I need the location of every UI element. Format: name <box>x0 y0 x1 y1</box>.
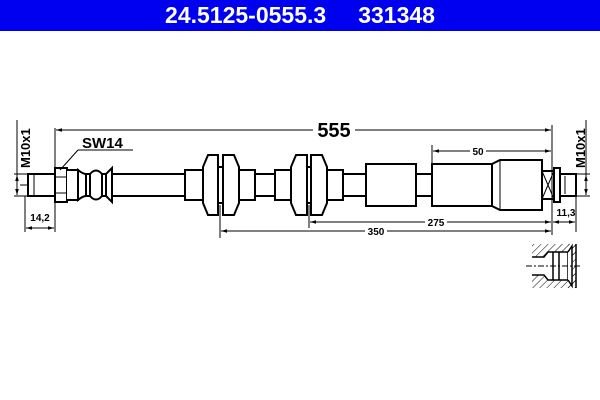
left-thread-fitting <box>27 165 113 205</box>
dim-wrench-size: SW14 <box>82 135 124 152</box>
bracket-1 <box>202 154 256 216</box>
article-number: 331348 <box>358 2 435 28</box>
sleeve-2 <box>431 163 493 207</box>
dim-275: 275 <box>428 218 445 229</box>
dim-right-thread-length: 11,3 <box>557 208 576 219</box>
sleeve-1 <box>365 163 417 207</box>
port-detail-view <box>526 243 580 289</box>
dim-left-thread: M10x1 <box>18 128 33 168</box>
part-number: 24.5125-0555.3 <box>165 2 327 28</box>
bracket-2 <box>290 154 344 216</box>
dim-right-thread: M10x1 <box>573 128 588 168</box>
dim-sleeve-length: 50 <box>472 147 484 158</box>
dim-overall-length: 555 <box>317 120 350 142</box>
dim-left-thread-length: 14,2 <box>30 213 50 224</box>
title-bar: 24.5125-0555.3 331348 <box>0 0 600 31</box>
right-thread-fitting <box>541 167 577 203</box>
dim-350: 350 <box>368 227 385 238</box>
